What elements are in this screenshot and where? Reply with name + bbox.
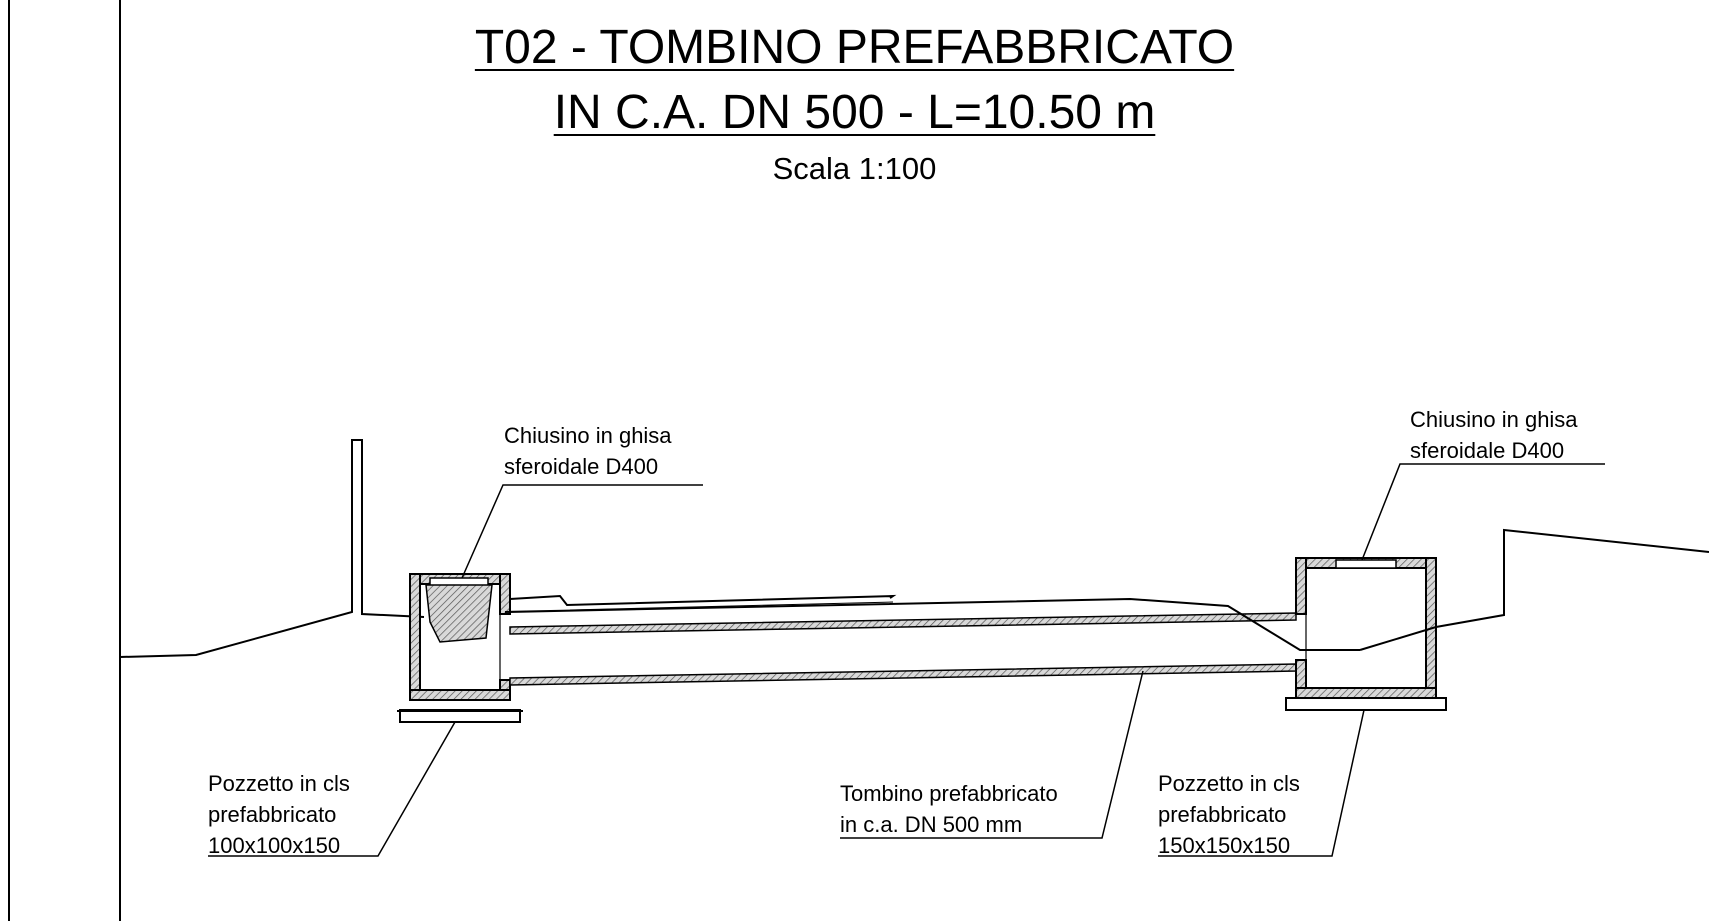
label-line: in c.a. DN 500 mm	[840, 812, 1023, 837]
road-surface	[509, 594, 897, 607]
drawing-title-line1: T02 - TOMBINO PREFABBRICATO	[474, 21, 1235, 74]
leader-chiusino-right	[1361, 463, 1605, 561]
label-line: sferoidale D400	[504, 454, 659, 479]
ground-profile-right	[1359, 528, 1709, 651]
label-chiusino-right: Chiusino in ghisa sferoidale D400	[1410, 404, 1578, 466]
leader-pozzetto-right	[1158, 709, 1365, 857]
leader-pozzetto-left	[208, 721, 456, 857]
label-pozzetto-left: Pozzetto in cls prefabbricato 100x100x15…	[208, 768, 350, 861]
label-line: Pozzetto in cls	[208, 771, 350, 796]
label-line: prefabbricato	[208, 802, 337, 827]
label-line: prefabbricato	[1158, 802, 1287, 827]
label-tombino: Tombino prefabbricato in c.a. DN 500 mm	[840, 778, 1058, 840]
label-line: 150x150x150	[1158, 833, 1291, 858]
ground-profile-left	[119, 439, 425, 658]
chiusino-left-icon	[425, 577, 493, 643]
label-pozzetto-right: Pozzetto in cls prefabbricato 150x150x15…	[1158, 768, 1300, 861]
label-chiusino-left: Chiusino in ghisa sferoidale D400	[504, 420, 672, 482]
drawing-title-line2: IN C.A. DN 500 - L=10.50 m	[553, 86, 1156, 139]
pozzetto-right	[1285, 557, 1447, 711]
ground-profile-middle	[504, 597, 1360, 651]
chiusino-right-icon	[1335, 559, 1397, 569]
label-line: 100x100x150	[208, 833, 341, 858]
label-line: Chiusino in ghisa	[504, 423, 672, 448]
label-line: Chiusino in ghisa	[1410, 407, 1578, 432]
label-line: Pozzetto in cls	[1158, 771, 1300, 796]
label-line: sferoidale D400	[1410, 438, 1565, 463]
tombino-pipe	[499, 612, 1297, 686]
label-line: Tombino prefabbricato	[840, 781, 1058, 806]
leader-chiusino-left	[461, 484, 703, 579]
leader-tombino	[840, 670, 1144, 839]
drawing-scale: Scala 1:100	[772, 151, 937, 186]
